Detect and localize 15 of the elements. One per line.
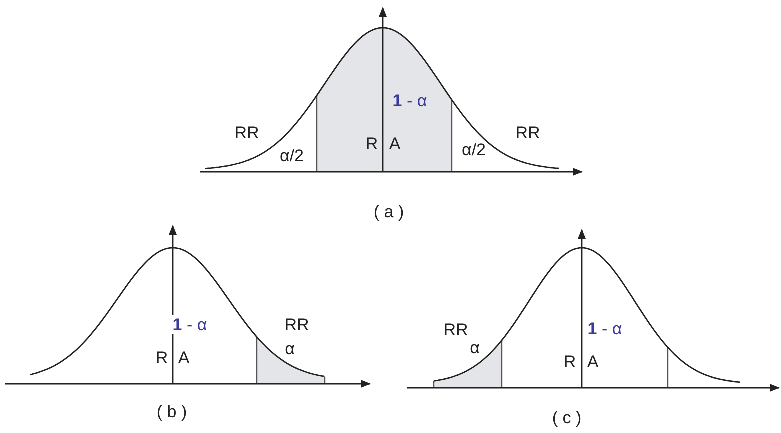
region-label: R	[154, 348, 170, 368]
math-label: 1 - α	[170, 316, 210, 334]
region-label: R	[562, 352, 578, 372]
region-label: RR	[442, 320, 470, 340]
figure-caption: ( b )	[156, 402, 188, 422]
region-label: A	[177, 348, 191, 368]
region-label: RR	[514, 124, 542, 142]
region-label: RR	[234, 124, 260, 142]
region-label: RR	[284, 316, 310, 334]
math-label: α	[469, 338, 481, 358]
figure-caption: ( a )	[372, 202, 406, 222]
figure-caption: ( c )	[551, 408, 583, 428]
math-label: α/2	[461, 140, 487, 160]
math-label: α	[284, 340, 296, 358]
region-label: A	[586, 352, 600, 372]
